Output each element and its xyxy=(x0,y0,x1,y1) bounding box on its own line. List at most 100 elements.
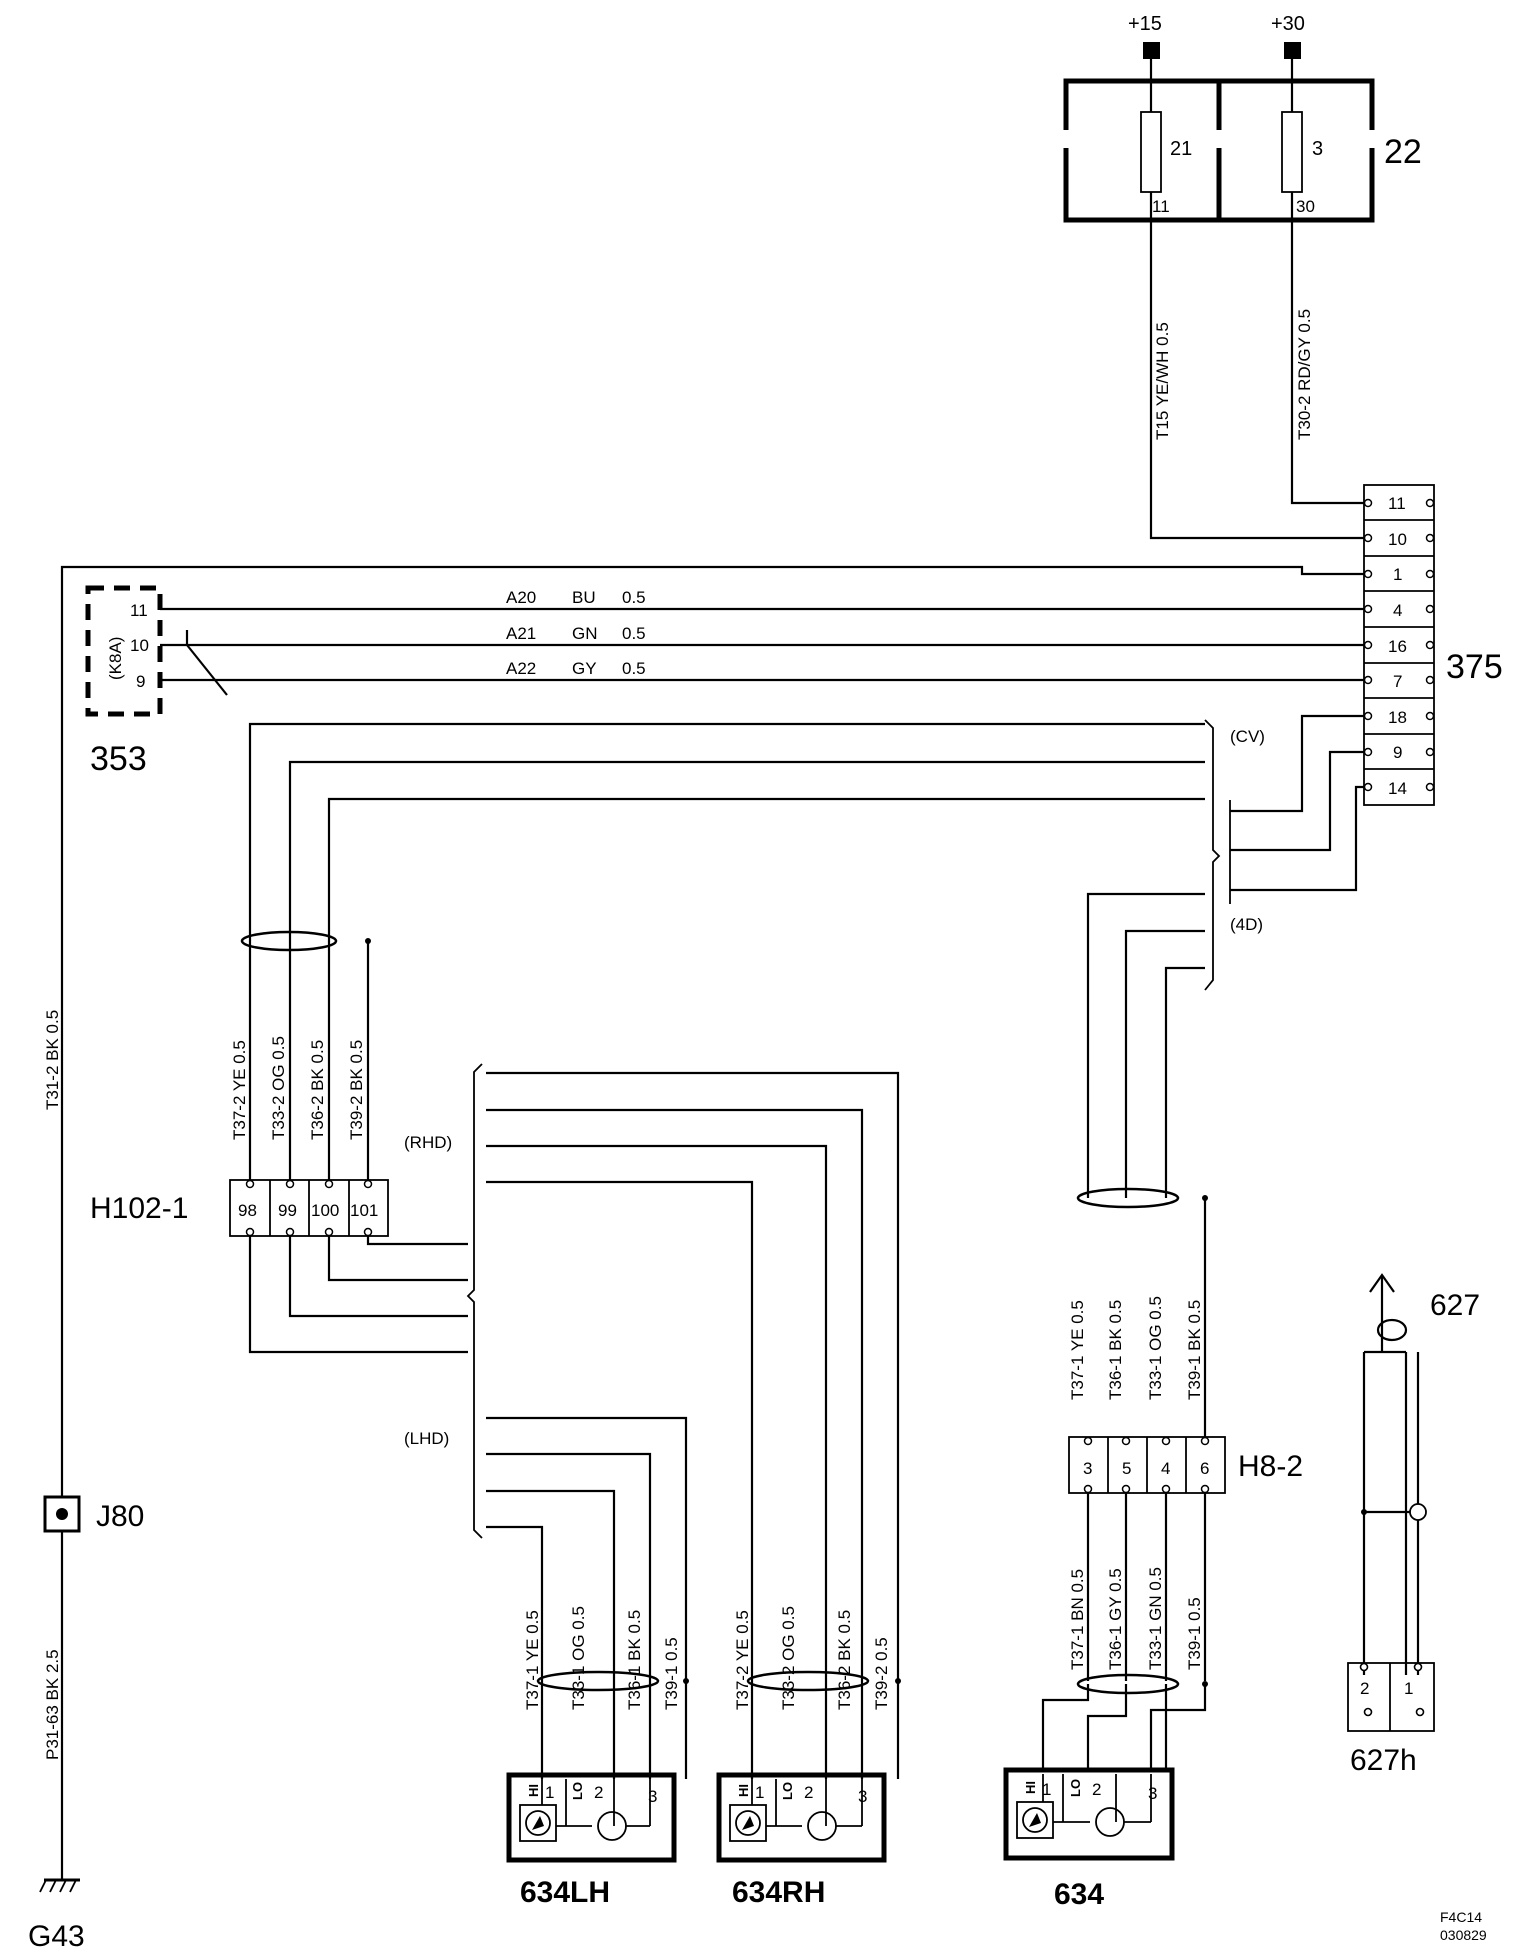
fuse-21 xyxy=(1140,111,1162,193)
variant-lhd-label: (LHD) xyxy=(404,1429,449,1448)
connector-375-pin: 10 xyxy=(1388,530,1407,549)
fusebox-id: 22 xyxy=(1384,133,1422,171)
634lh-wire: T37-1 YE 0.5 xyxy=(523,1610,542,1710)
634rh-id: 634RH xyxy=(732,1876,825,1909)
splice-j80-label: J80 xyxy=(96,1500,144,1533)
634lh-body xyxy=(506,1772,677,1863)
terminal-30 xyxy=(1284,42,1301,59)
h102-wire: T37-2 YE 0.5 xyxy=(230,1040,249,1140)
634lh-lo: LO xyxy=(570,1782,585,1800)
antenna-arrow-icon xyxy=(1369,1273,1395,1293)
speaker-634: HI 1 LO 2 3 634 xyxy=(1003,1684,1207,1911)
h102-wire: T36-2 BK 0.5 xyxy=(308,1040,327,1140)
connector-h8-2: T37-1 YE 0.5 T36-1 BK 0.5 T33-1 OG 0.5 T… xyxy=(1068,1187,1303,1695)
bus-wires: A20 BU 0.5 A21 GN 0.5 A22 GY 0.5 xyxy=(160,588,1364,696)
connector-375-pin: 9 xyxy=(1393,743,1402,762)
speaker-634lh: T37-1 YE 0.5 T33-1 OG 0.5 T36-1 BK 0.5 T… xyxy=(506,1606,689,1909)
footer-code: F4C14 xyxy=(1440,1909,1482,1925)
h8-wire-lower: T39-1 0.5 xyxy=(1185,1597,1204,1670)
module-353: (K8A) 11 10 9 353 xyxy=(85,585,163,778)
634rh-wire: T33-2 OG 0.5 xyxy=(779,1606,798,1710)
634rh-body xyxy=(716,1772,887,1863)
h8-wire-lower: T36-1 GY 0.5 xyxy=(1106,1568,1125,1670)
connector-375-pin: 16 xyxy=(1388,637,1407,656)
h8-pin: 5 xyxy=(1122,1459,1131,1478)
variant-cv-label: (CV) xyxy=(1230,727,1265,746)
h102-pin: 98 xyxy=(238,1201,257,1220)
footer-date: 030829 xyxy=(1440,1927,1487,1943)
terminal-30-label: +30 xyxy=(1271,13,1305,35)
wire-t31-label: T31-2 BK 0.5 xyxy=(43,1010,62,1110)
antenna-627: 627 2 1 627h xyxy=(1347,1273,1480,1777)
fuse-3 xyxy=(1281,111,1303,193)
module-353-pin: 9 xyxy=(136,672,145,691)
module-353-inner: (K8A) xyxy=(106,637,125,680)
634rh-pin-3: 3 xyxy=(858,1787,867,1806)
module-353-id: 353 xyxy=(90,740,147,778)
antenna-627-id: 627 xyxy=(1430,1289,1480,1322)
634lh-wire: T33-1 OG 0.5 xyxy=(569,1606,588,1710)
tweeter-icon xyxy=(1016,1801,1054,1839)
h8-wire-lower: T37-1 BN 0.5 xyxy=(1068,1569,1087,1670)
wire-a22-code: A22 xyxy=(506,659,536,678)
variant-rhd-label: (RHD) xyxy=(404,1133,452,1152)
connector-375-pin: 11 xyxy=(1388,494,1406,513)
634lh-id: 634LH xyxy=(520,1876,610,1909)
module-353-outline xyxy=(85,585,163,717)
h8-wire-lower: T33-1 GN 0.5 xyxy=(1146,1567,1165,1670)
h102-id: H102-1 xyxy=(90,1192,188,1225)
wire-a22-color: GY xyxy=(572,659,597,678)
module-353-pin: 10 xyxy=(130,636,149,655)
634-lo: LO xyxy=(1068,1779,1083,1797)
wire-a22-size: 0.5 xyxy=(622,659,646,678)
634-id: 634 xyxy=(1054,1878,1104,1911)
connector-375-pin: 7 xyxy=(1393,672,1402,691)
634rh-wire: T39-2 0.5 xyxy=(872,1637,891,1710)
634-pin-3: 3 xyxy=(1148,1784,1157,1803)
woofer-icon xyxy=(597,1811,627,1841)
ground-circuit: T31-2 BK 0.5 P31-63 BK 2.5 J80 G43 xyxy=(28,565,1364,1953)
wire-a20-color: BU xyxy=(572,588,596,607)
connector-375-pin: 4 xyxy=(1393,601,1402,620)
634rh-pin-1: 1 xyxy=(755,1783,764,1802)
wire-t31 xyxy=(60,565,1364,1880)
h102-wire: T33-2 OG 0.5 xyxy=(269,1036,288,1140)
wire-a21-size: 0.5 xyxy=(622,624,646,643)
wire-a20-code: A20 xyxy=(506,588,536,607)
634rh-lo: LO xyxy=(780,1782,795,1800)
634rh-wire: T37-2 YE 0.5 xyxy=(733,1610,752,1710)
634lh-wire: T39-1 0.5 xyxy=(662,1637,681,1710)
tweeter-icon xyxy=(519,1804,557,1842)
wire-a20-size: 0.5 xyxy=(622,588,646,607)
634rh-pin-2: 2 xyxy=(804,1783,813,1802)
ground-g43-label: G43 xyxy=(28,1920,85,1953)
wire-p31-label: P31-63 BK 2.5 xyxy=(43,1649,62,1760)
fuse-3-pin: 30 xyxy=(1296,197,1315,216)
terminal-15 xyxy=(1143,42,1160,59)
h8-pin: 3 xyxy=(1083,1459,1092,1478)
variant-wiring: (CV) (4D) xyxy=(248,714,1364,1198)
634lh-pin-3: 3 xyxy=(648,1787,657,1806)
woofer-icon xyxy=(807,1811,837,1841)
connector-375-pin: 14 xyxy=(1388,779,1407,798)
634-hi: HI xyxy=(1023,1781,1038,1794)
connector-627h-pin: 1 xyxy=(1404,1679,1413,1698)
tweeter-icon xyxy=(729,1804,767,1842)
twisted-pair-h102 xyxy=(240,930,338,952)
connector-h102-1: T37-2 YE 0.5 T33-2 OG 0.5 T36-2 BK 0.5 T… xyxy=(90,930,468,1354)
634-body xyxy=(1003,1767,1175,1861)
634rh-wire: T36-2 BK 0.5 xyxy=(835,1610,854,1710)
connector-627h-body xyxy=(1347,1662,1435,1732)
fuse-21-number: 21 xyxy=(1170,138,1192,160)
634lh-wire: T36-1 BK 0.5 xyxy=(625,1610,644,1710)
connector-375-id: 375 xyxy=(1446,648,1503,686)
woofer-icon xyxy=(1095,1807,1125,1837)
fuse-3-number: 3 xyxy=(1312,138,1323,160)
speaker-634rh: T37-2 YE 0.5 T33-2 OG 0.5 T36-2 BK 0.5 T… xyxy=(716,1606,901,1909)
connector-375: 11 10 1 4 16 7 18 9 14 375 xyxy=(1363,484,1503,806)
h8-wire-upper: T33-1 OG 0.5 xyxy=(1146,1296,1165,1400)
634rh-hi: HI xyxy=(736,1784,751,1797)
wire-t30-label: T30-2 RD/GY 0.5 xyxy=(1295,309,1314,440)
634lh-pin-1: 1 xyxy=(545,1783,554,1802)
